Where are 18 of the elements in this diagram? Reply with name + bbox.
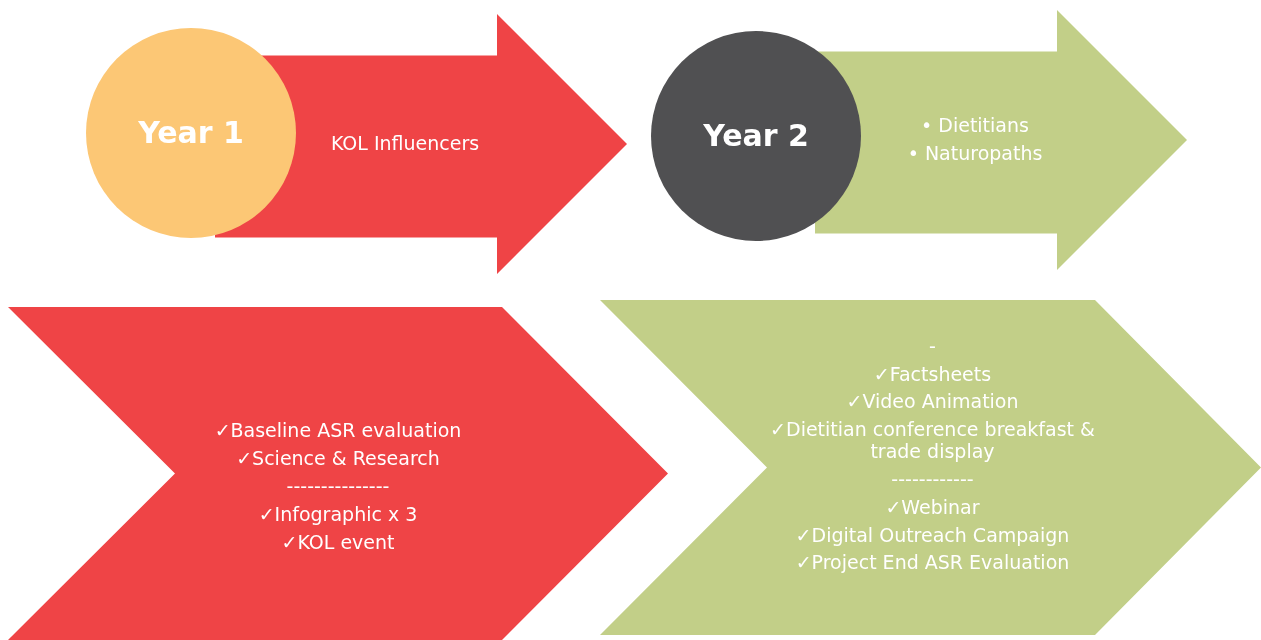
arrow-text: • Naturopaths bbox=[907, 143, 1043, 165]
list-item: - bbox=[929, 335, 936, 358]
list-item: ✓Infographic x 3 bbox=[258, 503, 418, 526]
list-item: ✓Science & Research bbox=[236, 448, 440, 471]
year-heading: Year 1 bbox=[138, 115, 244, 151]
arrow-text: • Dietitians bbox=[921, 115, 1029, 137]
year-heading: Year 2 bbox=[703, 118, 809, 154]
list-item: ✓Factsheets bbox=[873, 363, 992, 386]
list-item: ✓Digital Outreach Campaign bbox=[795, 524, 1070, 547]
list-item: ✓Webinar bbox=[885, 496, 980, 519]
list-item: ✓KOL event bbox=[281, 531, 395, 554]
list-item: ✓Video Animation bbox=[846, 391, 1019, 414]
list-item: ✓Dietitian conference breakfast & trade display bbox=[769, 419, 1096, 463]
arrow-text: KOL Influencers bbox=[330, 133, 480, 155]
list-item: ✓Project End ASR Evaluation bbox=[795, 552, 1070, 575]
list-item: ------------ bbox=[891, 468, 974, 491]
list-item: --------------- bbox=[286, 476, 390, 498]
list-item: ✓Baseline ASR evaluation bbox=[214, 420, 462, 443]
